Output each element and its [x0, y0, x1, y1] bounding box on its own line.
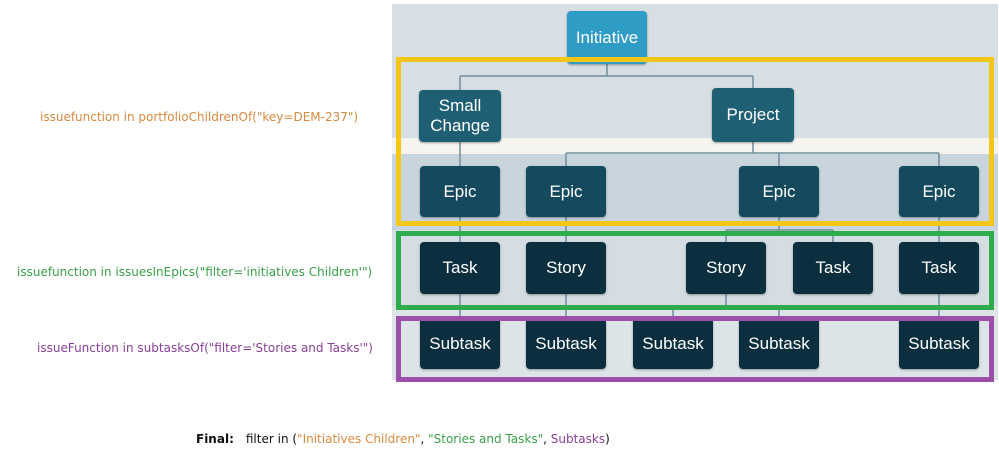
node-project: Project [712, 88, 794, 142]
node-epic: Epic [526, 166, 606, 217]
node-story: Story [686, 242, 766, 294]
query-portfolio-children: issuefunction in portfolioChildrenOf("ke… [40, 110, 359, 124]
band-separator [392, 138, 998, 154]
frame-portfolio-children [396, 57, 994, 226]
node-epic: Epic [739, 166, 819, 217]
final-prefix: filter in ( [245, 432, 298, 446]
node-subtask: Subtask [633, 318, 713, 369]
query-issues-in-epics: issuefunction in issuesInEpics("filter='… [17, 265, 373, 279]
final-part-initiatives: "Initiatives Children" [297, 432, 421, 446]
node-subtask: Subtask [420, 318, 500, 369]
final-filter: Final: filter in ("Initiatives Children",… [196, 432, 610, 446]
connector-root-level1 [459, 64, 754, 90]
final-part-stories: "Stories and Tasks" [428, 432, 544, 446]
frame-subtasks-of [396, 316, 994, 382]
final-part-subtasks: Subtasks [550, 432, 606, 446]
node-initiative: Initiative [567, 11, 647, 64]
final-label: Final: [196, 432, 234, 446]
node-epic: Epic [420, 166, 500, 217]
query-subtasks-of: issueFunction in subtasksOf("filter='Sto… [37, 341, 373, 355]
final-separator: , [543, 432, 551, 446]
node-subtask: Subtask [526, 318, 606, 369]
node-task: Task [793, 242, 873, 294]
node-subtask: Subtask [899, 318, 979, 369]
node-epic: Epic [899, 166, 979, 217]
node-task: Task [420, 242, 500, 294]
final-separator: , [420, 432, 429, 446]
final-suffix: ) [605, 432, 610, 446]
connector-project-epics [565, 142, 940, 166]
node-task: Task [899, 242, 979, 294]
frame-issues-in-epics [396, 231, 994, 310]
node-story: Story [526, 242, 606, 294]
node-subtask: Subtask [739, 318, 819, 369]
